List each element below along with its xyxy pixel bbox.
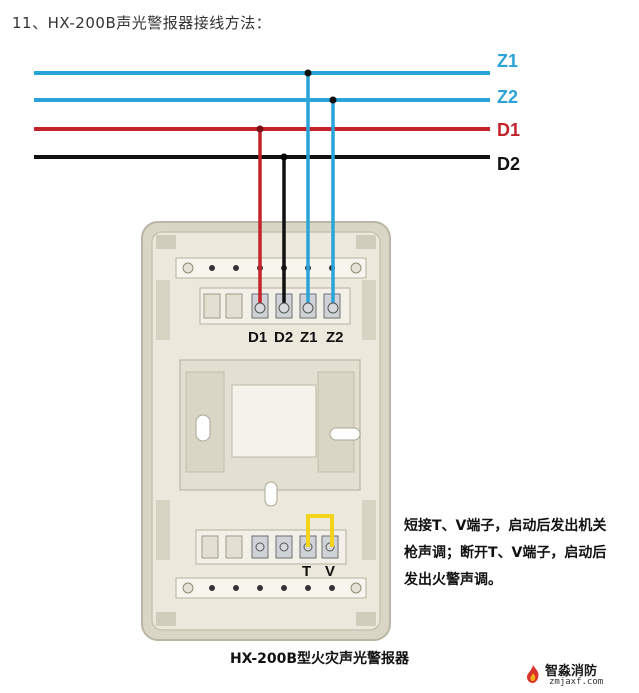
page-heading: 11、HX-200B声光警报器接线方法： — [12, 14, 272, 32]
bottom-screw-strip — [175, 577, 367, 599]
watermark-name: 智淼消防 — [545, 664, 598, 679]
device-caption: HX-200B型火灾声光警报器 — [229, 651, 410, 667]
screw-z1 — [302, 302, 314, 314]
junction-dot-z1 — [304, 69, 312, 77]
jumper-note: 短接T、V端子，启动后发出机关枪声调；断开T、V端子，启动后发出火警声调。 — [404, 518, 607, 588]
screw-d2 — [278, 302, 290, 314]
terminal-label-t: T — [302, 563, 311, 580]
terminal-label-d2: D2 — [274, 329, 293, 346]
bus-label-z1: Z1 — [497, 51, 518, 71]
alarm-base-housing — [141, 221, 391, 641]
bus-label-z2: Z2 — [497, 87, 518, 107]
bus-label-d2: D2 — [497, 154, 520, 174]
junction-dot-d1 — [256, 125, 264, 133]
watermark: 智淼消防 zmjaxf.com — [519, 660, 631, 690]
bottom-terminal-block — [195, 529, 347, 565]
terminal-label-z2: Z2 — [326, 329, 344, 346]
bus-label-d1: D1 — [497, 120, 520, 140]
terminal-label-d1: D1 — [248, 329, 267, 346]
junction-dot-z2 — [329, 96, 337, 104]
screw-d1 — [254, 302, 266, 314]
tv-jumper-wire — [306, 514, 334, 547]
watermark-url: zmjaxf.com — [549, 677, 604, 687]
top-terminal-block — [199, 287, 351, 325]
top-screw-strip — [175, 257, 367, 279]
terminal-label-z1: Z1 — [300, 329, 318, 346]
terminal-label-v: V — [325, 563, 335, 580]
flame-logo-icon — [527, 665, 539, 683]
screw-z2 — [327, 302, 339, 314]
junction-dot-d2 — [280, 153, 288, 161]
